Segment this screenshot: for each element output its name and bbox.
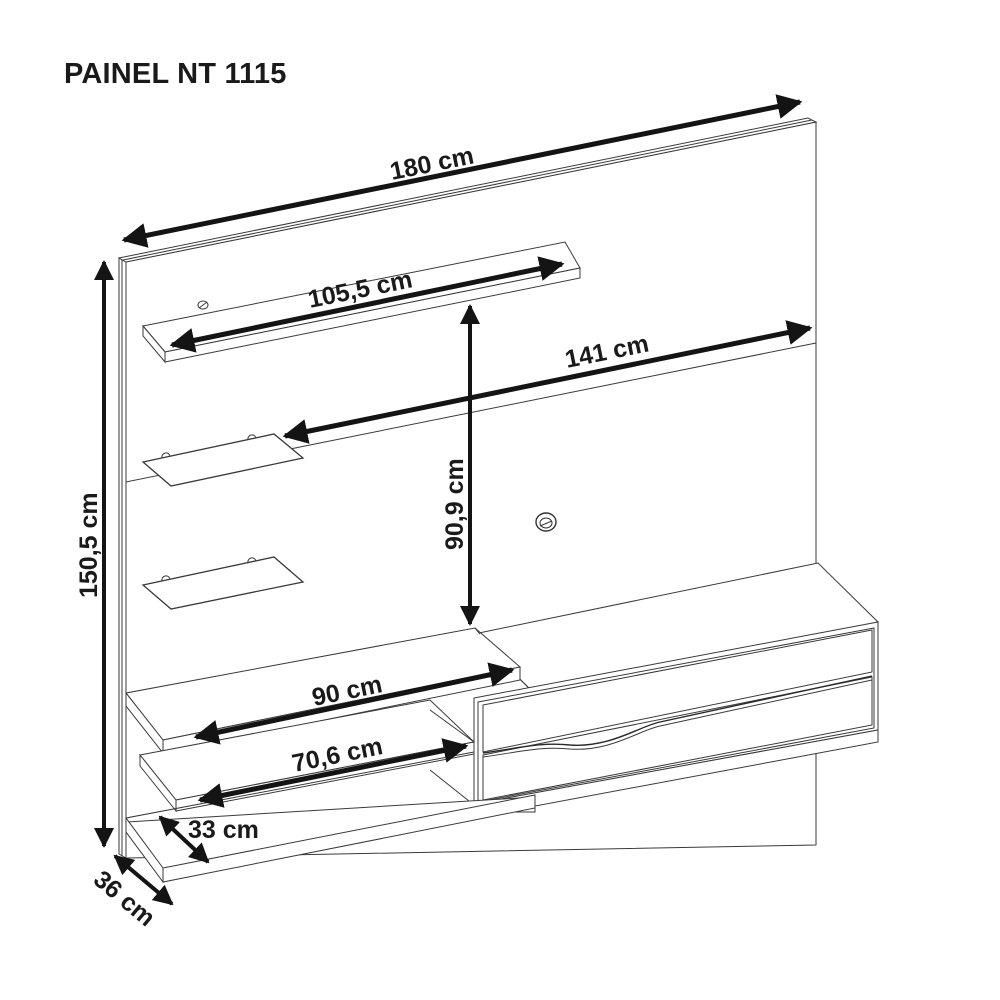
label-33: 33 cm — [188, 816, 259, 844]
drawer-unit — [472, 562, 880, 813]
dimension-70-6: 70,6 cm — [197, 732, 469, 808]
glass-shelf-upper — [141, 433, 305, 487]
cable-grommet — [535, 512, 557, 532]
label-150-5: 150,5 cm — [75, 492, 103, 598]
dimension-90-9: 90,9 cm — [441, 304, 480, 626]
label-36: 36 cm — [88, 865, 160, 932]
diagram-title: PAINEL NT 1115 — [64, 58, 287, 90]
dimension-150-5: 150,5 cm — [75, 260, 114, 848]
dimension-180: 180 cm — [121, 94, 803, 248]
dimension-33: 33 cm — [158, 815, 259, 864]
glass-shelf-lower — [141, 556, 305, 610]
drawer-2 — [482, 675, 873, 801]
label-90-9: 90,9 cm — [441, 458, 469, 550]
